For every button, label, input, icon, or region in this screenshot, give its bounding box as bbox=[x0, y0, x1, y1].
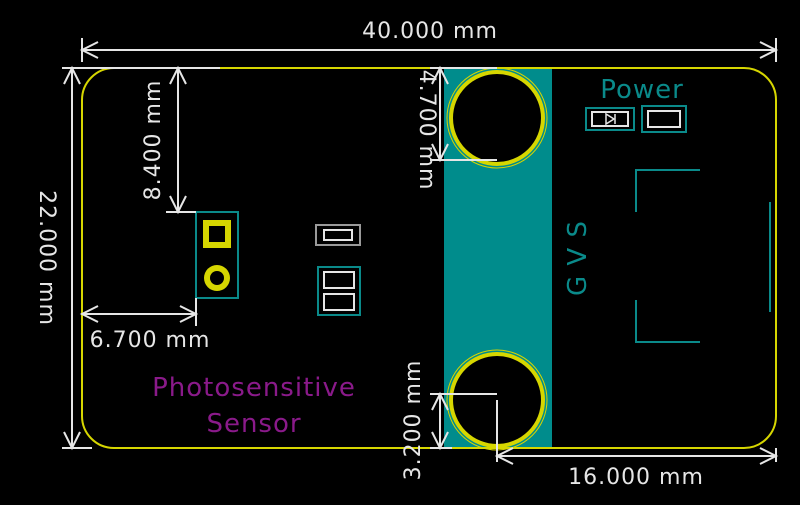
left-offset-dimension: 6.700 mm bbox=[90, 328, 211, 353]
mounting-hole-top bbox=[446, 67, 548, 169]
resistor-footprint bbox=[315, 224, 361, 246]
board-outline bbox=[81, 67, 777, 449]
output-connector-outline bbox=[635, 169, 771, 343]
hole-top-dimension: 4.700 mm bbox=[414, 70, 439, 191]
power-label: Power bbox=[600, 75, 684, 105]
capacitor-footprint bbox=[317, 266, 361, 316]
power-led-footprint bbox=[585, 105, 687, 133]
product-label-line2: Sensor bbox=[206, 409, 301, 439]
pin-label: G V S bbox=[563, 220, 593, 296]
top-offset-dimension: 8.400 mm bbox=[141, 80, 166, 201]
height-dimension: 22.000 mm bbox=[34, 190, 59, 326]
sensor-connector bbox=[195, 211, 239, 299]
dimension-lines bbox=[62, 38, 779, 465]
hole-bottom-dimension: 3.200 mm bbox=[401, 360, 426, 481]
right-offset-dimension: 16.000 mm bbox=[568, 465, 704, 490]
product-label-line1: Photosensitive bbox=[152, 373, 356, 403]
width-dimension: 40.000 mm bbox=[362, 19, 498, 44]
